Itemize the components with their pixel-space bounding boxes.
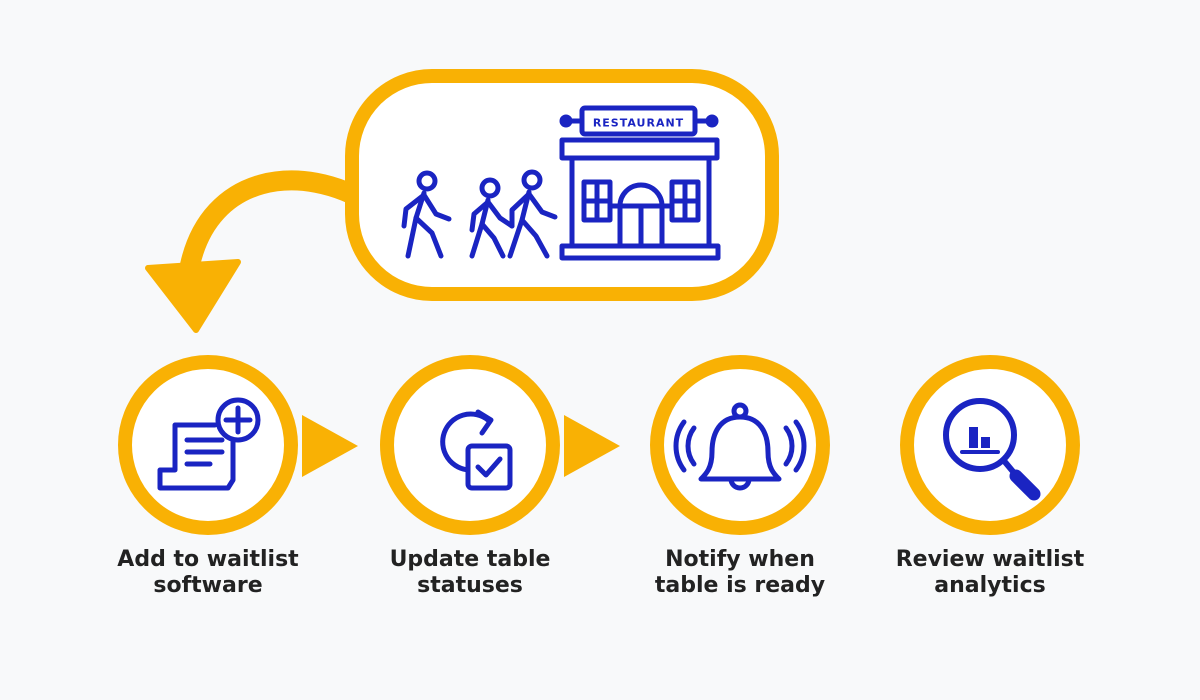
refresh-check-icon — [440, 409, 513, 491]
step-label-line: statuses — [417, 573, 523, 598]
step-label-line: analytics — [934, 573, 1046, 598]
ringing-bell-icon — [673, 402, 807, 491]
restaurant-sign-text: RESTAURANT — [593, 117, 684, 130]
hero-card — [345, 69, 779, 301]
curved-arrow — [145, 170, 382, 333]
step-label-line: Update table — [389, 547, 551, 572]
analytics-search-icon — [943, 398, 1041, 501]
step-label-line: Review waitlist — [895, 547, 1085, 572]
restaurant-building-icon: RESTAURANT — [559, 105, 721, 261]
connector-arrow-2 — [564, 415, 620, 477]
step-label-review-analytics: Review waitlist analytics — [860, 547, 1120, 599]
step-label-add-to-waitlist: Add to waitlist software — [78, 547, 338, 599]
step-label-line: software — [153, 573, 263, 598]
walking-person-icon — [401, 170, 452, 259]
step-circle-3 — [650, 355, 830, 535]
step-label-line: table is ready — [654, 573, 826, 598]
connector-arrow-1 — [302, 415, 358, 477]
step-label-notify-when-ready: Notify when table is ready — [610, 547, 870, 599]
step-label-update-table-statuses: Update table statuses — [340, 547, 600, 599]
step-label-line: Add to waitlist — [117, 547, 299, 572]
step-label-line: Notify when — [665, 547, 815, 572]
step-circle-1 — [118, 355, 298, 535]
add-list-icon — [157, 397, 261, 491]
walking-couple-icon — [469, 169, 558, 259]
